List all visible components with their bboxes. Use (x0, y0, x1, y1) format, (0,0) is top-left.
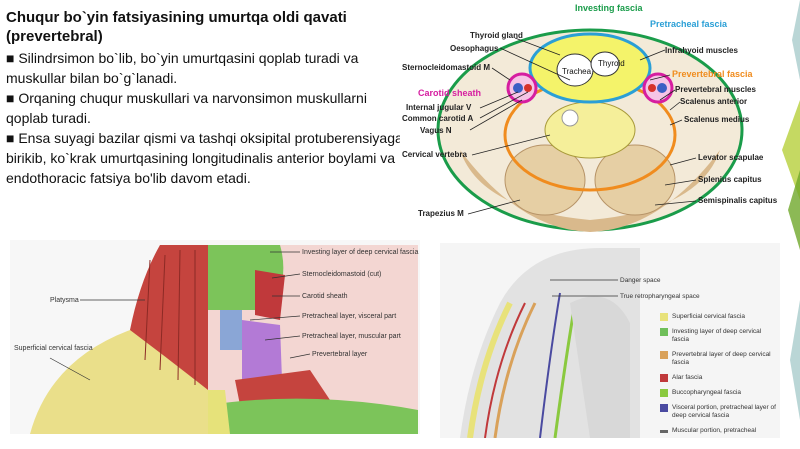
label-investing-fascia: Investing fascia (575, 3, 644, 13)
bullet-item: ■ Orqaning chuqur muskullari va narvonsi… (6, 90, 367, 126)
label-platysma: Platysma (50, 297, 79, 304)
legend-item: Visceral portion, pretracheal layer of d… (660, 404, 778, 420)
label-superficial-fascia: Superficial cervical fascia (14, 345, 93, 352)
legend-swatch (660, 313, 668, 321)
label-carotid-sheath-2: Carotid sheath (302, 293, 348, 300)
legend-item: Prevertebral layer of deep cervical fasc… (660, 351, 778, 367)
label-danger-space: Danger space (620, 277, 661, 284)
label-trapezius: Trapezius M (418, 209, 464, 218)
sagittal-figure: Danger space True retropharyngeal space … (440, 243, 780, 438)
slide-decoration (782, 0, 800, 420)
bullet-list: ■ Silindrsimon bo`lib, bo`yin umurtqasin… (6, 48, 406, 188)
label-thyroid: Thyroid (598, 59, 625, 68)
label-common-carotid: Common carotid A (402, 114, 473, 123)
label-splenius: Splenius capitus (698, 175, 762, 184)
label-cervical-vertebra: Cervical vertebra (402, 150, 467, 159)
legend-label: Prevertebral layer of deep cervical fasc… (672, 351, 771, 366)
legend-label: Muscular portion, pretracheal (672, 427, 757, 434)
legend-label: Superficial cervical fascia (672, 313, 745, 320)
label-prevertebral-layer: Prevertebral layer (312, 351, 368, 358)
slide-title: Chuqur bo`yin fatsiyasining umurtqa oldi… (6, 9, 347, 45)
bullet-item: ■ Silindrsimon bo`lib, bo`yin umurtqasin… (6, 50, 359, 86)
label-pretracheal-visceral: Pretracheal layer, visceral part (302, 313, 396, 320)
label-prevertebral-muscles: Prevertebral muscles (675, 85, 756, 94)
label-infrahyoid: Infrahyoid muscles (665, 46, 738, 55)
legend-swatch (660, 430, 668, 433)
label-levator-scapulae: Levator scapulae (698, 153, 764, 162)
legend-label: Investing layer of deep cervical fascia (672, 328, 762, 343)
label-oesophagus: Oesophagus (450, 44, 499, 53)
neck-dissection-figure: Investing layer of deep cervical fascia … (10, 240, 420, 434)
label-prevertebral-fascia: Prevertebral fascia (672, 69, 754, 79)
legend-label: Alar fascia (672, 374, 703, 381)
legend-label: Visceral portion, pretracheal layer of d… (672, 404, 776, 419)
legend-item: Superficial cervical fascia (660, 313, 778, 321)
label-internal-jugular: Internal jugular V (406, 103, 472, 112)
label-pretracheal-muscular: Pretracheal layer, muscular part (302, 333, 401, 340)
cross-section-figure: Thyroid gland Oesophagus Sternocleidomas… (400, 0, 780, 238)
legend-swatch (660, 404, 668, 412)
label-vagus: Vagus N (420, 126, 452, 135)
sagittal-legend: Superficial cervical fascia Investing la… (660, 313, 778, 435)
legend-swatch (660, 374, 668, 382)
label-retropharyngeal-space: True retropharyngeal space (620, 293, 700, 300)
label-sternocleidomastoid: Sternocleidomastoid M (402, 63, 490, 72)
label-scalenus-medius: Scalenus medius (684, 115, 750, 124)
legend-item: Buccopharyngeal fascia (660, 389, 778, 397)
legend-label: Buccopharyngeal fascia (672, 389, 742, 396)
legend-swatch (660, 328, 668, 336)
label-thyroid-gland: Thyroid gland (470, 31, 523, 40)
legend-item: Investing layer of deep cervical fascia (660, 328, 778, 344)
label-scalenus-anterior: Scalenus anterior (680, 97, 747, 106)
legend-swatch (660, 351, 668, 359)
label-investing-layer: Investing layer of deep cervical fascia (302, 249, 418, 256)
legend-swatch (660, 389, 668, 397)
label-pretracheal-fascia: Pretracheal fascia (650, 19, 728, 29)
label-carotid-sheath: Carotid sheath (418, 88, 481, 98)
label-trachea: Trachea (562, 67, 592, 76)
legend-item: Alar fascia (660, 374, 778, 382)
label-sternocleidomastoid-cut: Sternocleidomastoid (cut) (302, 271, 381, 278)
label-semispinalis: Semispinalis capitus (698, 196, 778, 205)
bullet-item: ■ Ensa suyagi bazilar qismi va tashqi ok… (6, 130, 403, 186)
legend-item: Muscular portion, pretracheal (660, 427, 778, 435)
